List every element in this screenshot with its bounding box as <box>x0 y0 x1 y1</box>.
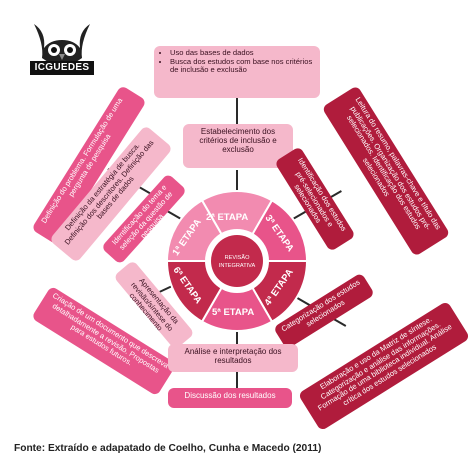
discussion-text: Discussão dos resultados <box>184 391 276 400</box>
owl-logo-icon <box>34 24 90 72</box>
wheel-segment <box>200 258 274 332</box>
criteria-box: Estabelecimento dos critérios de inclusã… <box>183 124 293 168</box>
logo-text: ICGUEDES <box>30 61 94 75</box>
wheel-center-line1: REVISÃO <box>225 254 251 261</box>
wheel-center-line2: INTEGRATIVA <box>219 263 256 269</box>
synthesis-matrix-text: Elaboração e uso da Matriz de síntese. C… <box>316 314 454 413</box>
stage-wheel: REVISÃO INTEGRATIVA <box>166 190 308 332</box>
reading-abstract-text: Leitura do resumo, palavras-chave e títu… <box>344 95 443 232</box>
top-list-box: Uso das bases de dados Busca dos estudos… <box>154 46 320 98</box>
analysis-text: Análise e interpretação dos resultados <box>184 347 282 366</box>
top-list-item: Busca dos estudos com base nos critérios… <box>170 57 314 75</box>
wheel-segment <box>200 190 274 264</box>
discussion-box: Discussão dos resultados <box>168 388 292 408</box>
connector-top <box>236 97 238 127</box>
connector-top-mid <box>236 170 238 200</box>
analysis-box: Análise e interpretação dos resultados <box>168 344 298 372</box>
source-footer: Fonte: Extraído e adapatado de Coelho, C… <box>14 443 322 454</box>
stage-label-5: 5ª ETAPA <box>212 307 255 318</box>
top-list-item: Uso das bases de dados <box>170 48 314 58</box>
connector-bottom-mid <box>236 320 238 344</box>
criteria-text: Estabelecimento dos critérios de inclusã… <box>199 127 277 155</box>
connector-bottom <box>236 370 238 388</box>
stage-label-2: 2ª ETAPA <box>206 212 249 223</box>
